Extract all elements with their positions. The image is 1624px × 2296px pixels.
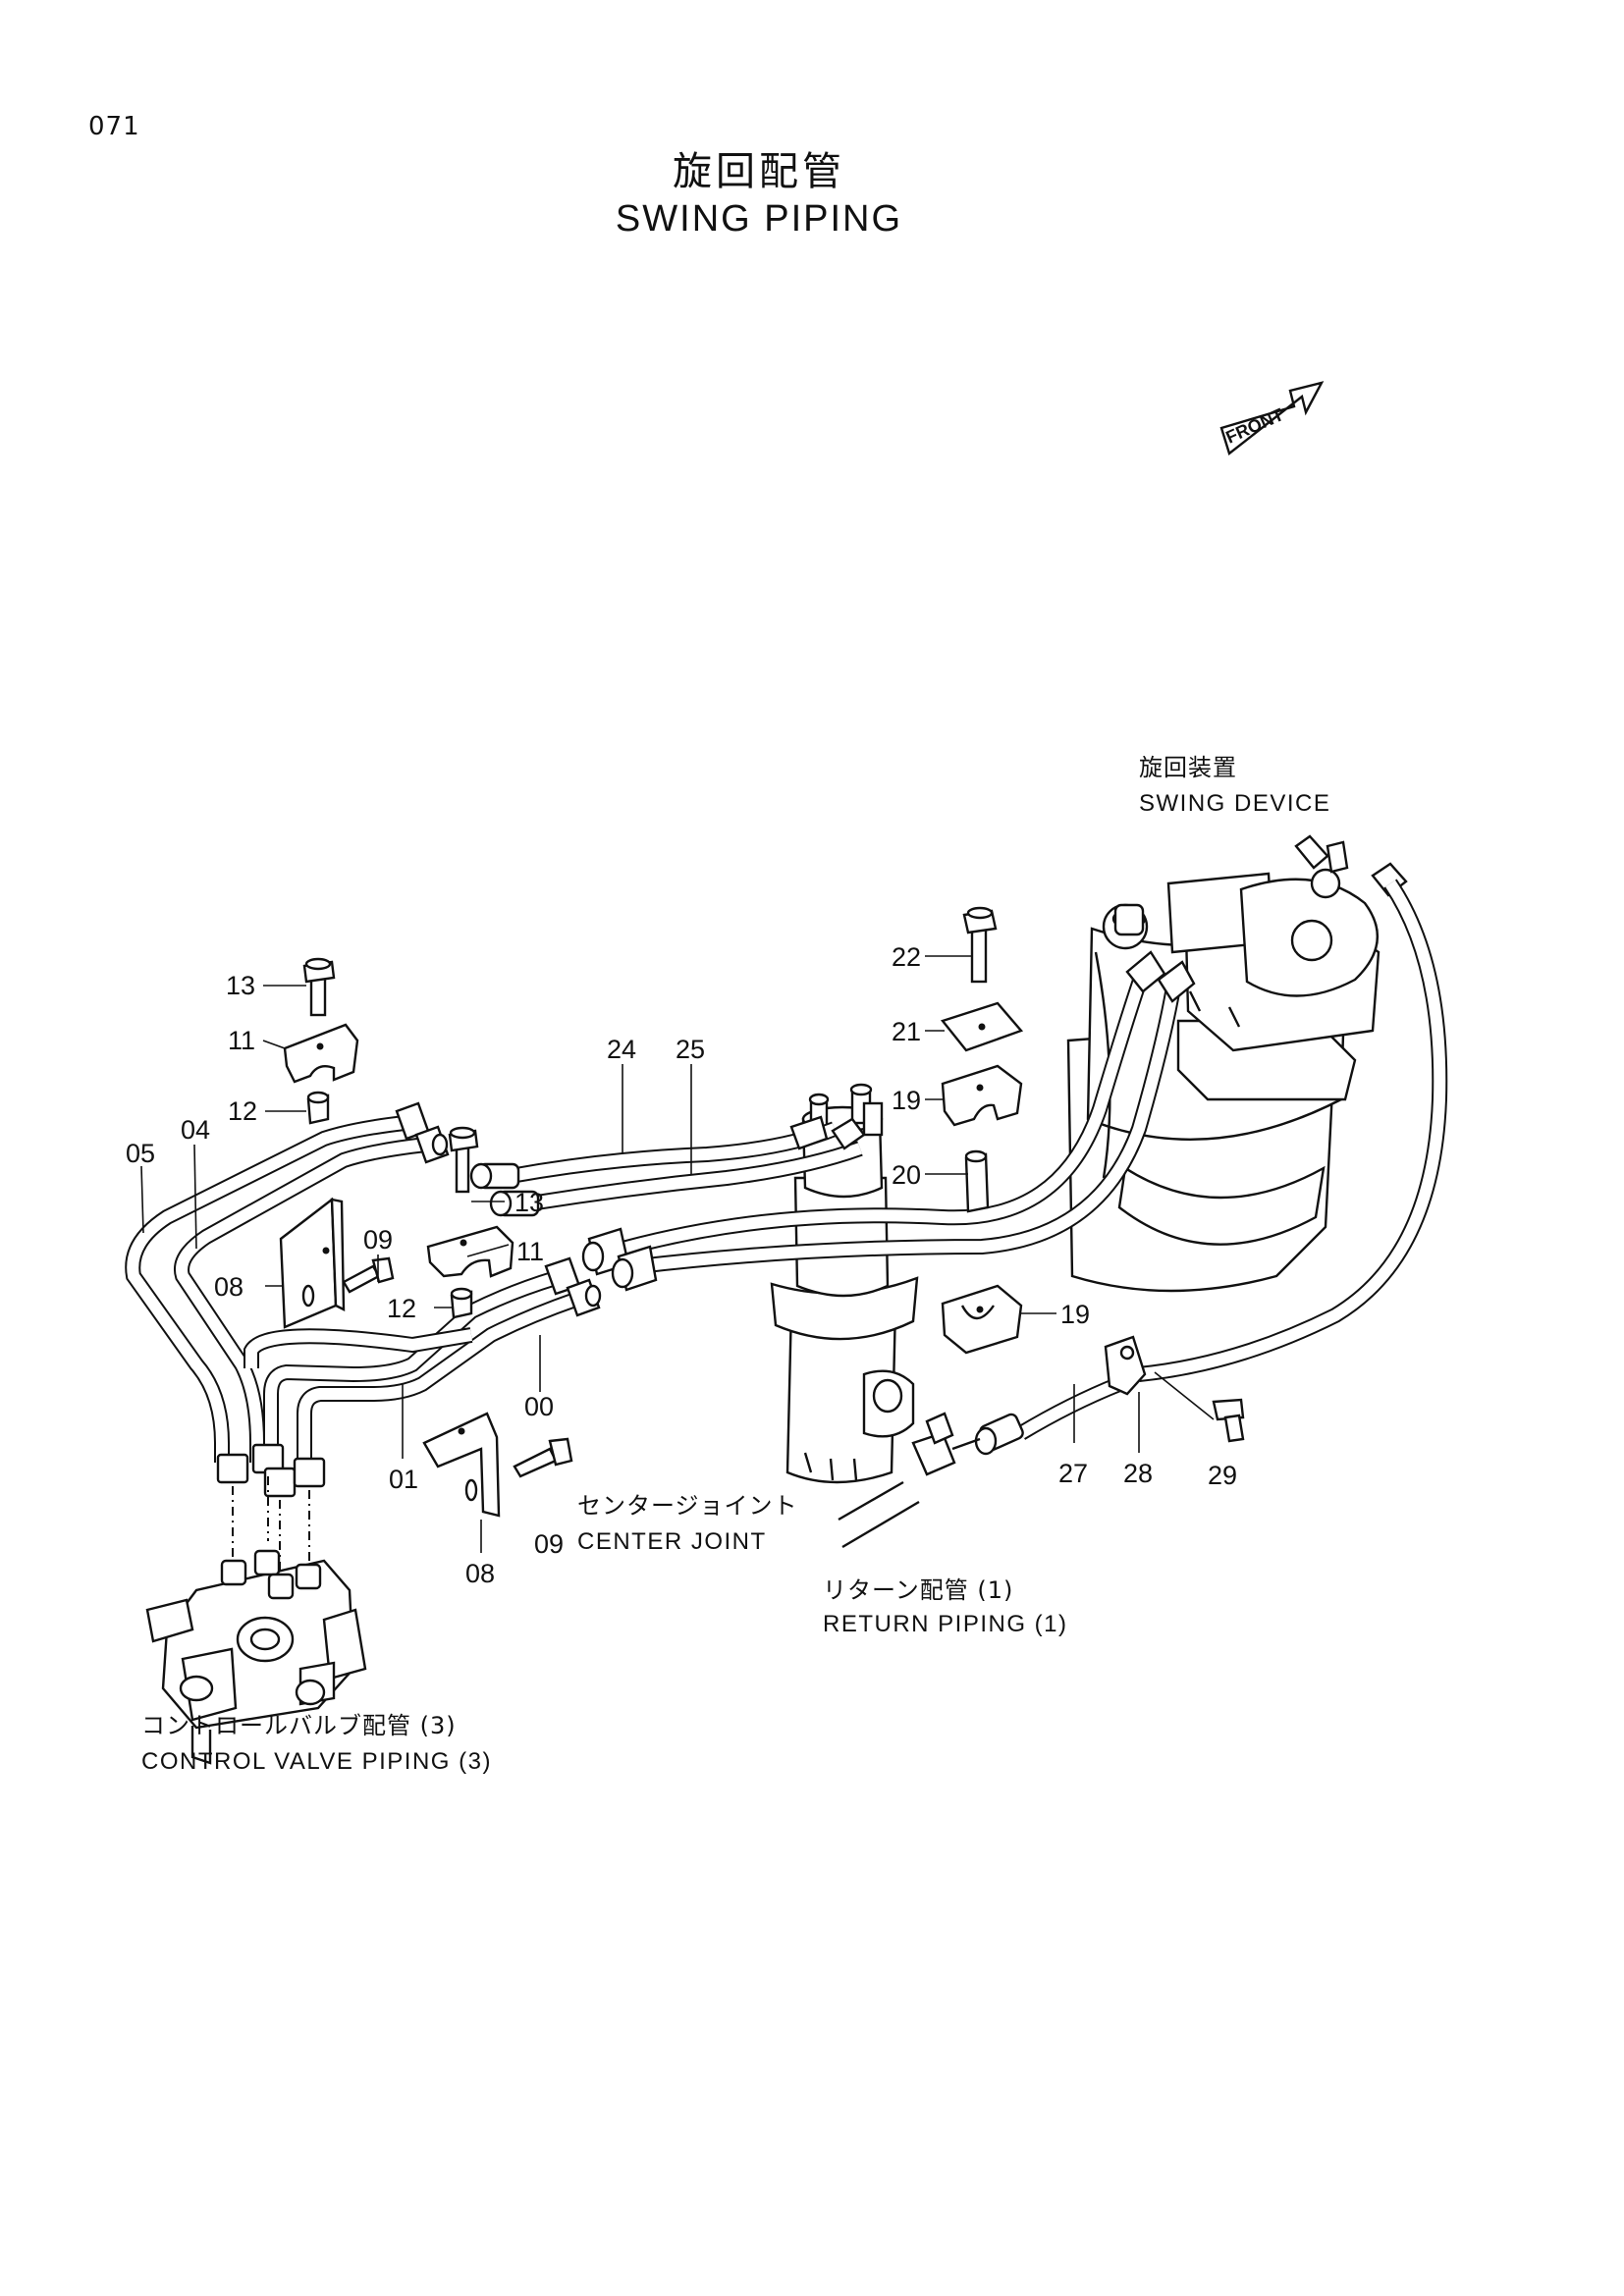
label-control-valve-piping-en: CONTROL VALVE PIPING (3) [141,1748,492,1775]
center-joint-elbow-fitting [789,1115,866,1150]
callout-12-upper: 12 [228,1096,257,1126]
clamp-set-upper-left [283,957,359,1125]
callout-19-lower: 19 [1060,1300,1090,1329]
pipe-lower-nuts [216,1443,326,1498]
callout-01: 01 [389,1465,418,1494]
callout-09-upper: 09 [363,1225,393,1255]
callout-04: 04 [181,1115,210,1145]
center-joint-drawing [770,1083,919,1484]
hoses-center-to-swing-device [581,950,1196,1292]
callout-09-lower: 09 [534,1529,564,1559]
clamp-set-middle [426,1126,514,1319]
hose-25-end-fitting [489,1190,540,1217]
callout-08-lower: 08 [465,1559,495,1588]
callout-25: 25 [676,1035,705,1064]
steel-pipes-group [125,1101,602,1571]
callout-13-middle: 13 [514,1188,544,1217]
control-valve-drawing [145,1549,367,1765]
label-return-piping-jp: リターン配管 (1) [823,1576,1013,1604]
label-swing-device-jp: 旋回装置 [1139,754,1237,781]
hose-24-end-fitting [469,1162,520,1190]
hoses-24-25 [469,1115,866,1217]
callout-20: 20 [892,1160,921,1190]
callout-19-upper: 19 [892,1086,921,1115]
front-label: FRONT [1222,404,1286,447]
callout-12-middle: 12 [387,1294,416,1323]
label-swing-device-en: SWING DEVICE [1139,790,1330,817]
callout-00: 00 [524,1392,554,1421]
component-labels: 旋回装置 SWING DEVICE センタージョイント CENTER JOINT… [141,754,1330,1775]
bracket-set-upper [279,1197,395,1329]
callout-numbers: 13 11 12 05 04 09 08 13 11 12 00 01 08 0… [126,942,1237,1588]
title-japanese: 旋回配管 [673,149,845,194]
hose-swing-device-to-return [1138,879,1448,1382]
label-control-valve-piping-jp: コントロールバルブ配管 (3) [141,1712,457,1739]
callout-11-middle: 11 [516,1237,544,1266]
callout-24: 24 [607,1035,636,1064]
label-center-joint-jp: センタージョイント [577,1492,798,1520]
callout-21: 21 [892,1017,921,1046]
pipe-00-01-upper-fittings [544,1256,602,1317]
label-return-piping-en: RETURN PIPING (1) [823,1611,1068,1637]
clamp-stack-right [940,906,1024,1355]
label-center-joint-en: CENTER JOINT [577,1528,767,1555]
front-arrow-marker: FRONT [1219,381,1325,456]
callout-08-upper: 08 [214,1272,244,1302]
title-english: SWING PIPING [615,198,903,240]
return-piping-drawing [838,1335,1245,1549]
callout-29: 29 [1208,1461,1237,1490]
callout-28: 28 [1123,1459,1153,1488]
page-number: 071 [88,112,140,141]
callout-11-upper: 11 [228,1026,255,1055]
callout-13-upper: 13 [226,971,255,1000]
leader-lines [140,955,1215,1553]
bracket-set-lower [422,1412,573,1518]
callout-05: 05 [126,1139,155,1168]
pipe-04-05-upper-fittings [395,1101,450,1164]
callout-27: 27 [1058,1459,1088,1488]
callout-22: 22 [892,942,921,972]
